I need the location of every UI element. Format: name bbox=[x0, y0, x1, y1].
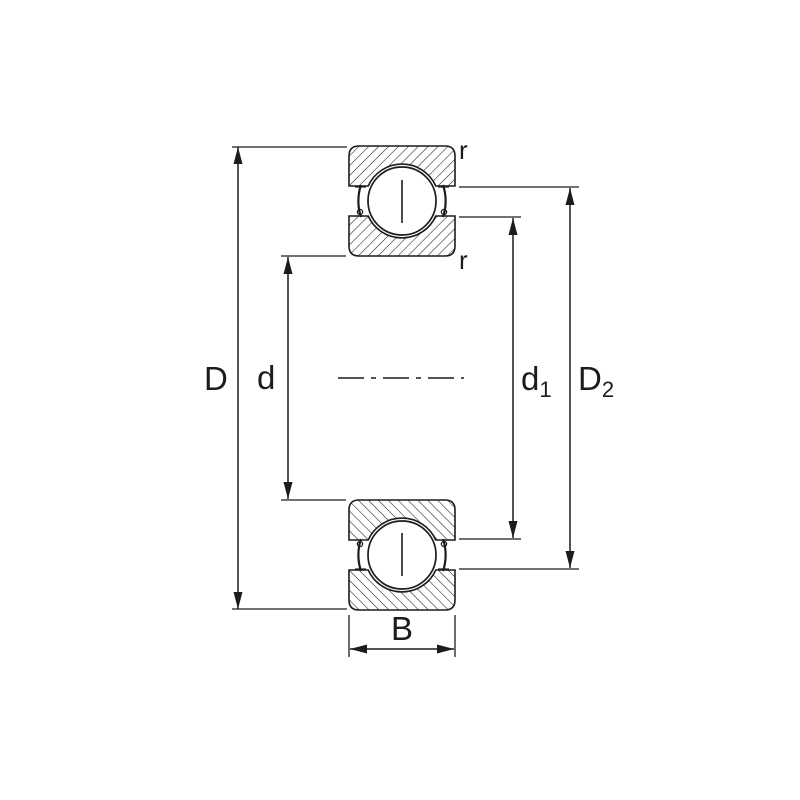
label-bore-diameter: d bbox=[257, 359, 275, 396]
dimension-D2: D2 bbox=[459, 186, 614, 570]
label-width: B bbox=[391, 610, 413, 647]
bearing-section-top bbox=[347, 144, 457, 258]
label-D2-sub: 2 bbox=[602, 377, 614, 402]
bearing-cross-section bbox=[338, 144, 464, 612]
dimension-D: D bbox=[204, 146, 347, 610]
dimension-d: d bbox=[257, 255, 346, 501]
label-D2-base: D bbox=[578, 360, 602, 397]
label-outer-shoulder-diameter: D2 bbox=[578, 360, 614, 402]
label-d1-base: d bbox=[521, 360, 539, 397]
label-d1-sub: 1 bbox=[539, 377, 551, 402]
label-fillet-radius-outer: r bbox=[459, 135, 468, 165]
label-outer-diameter: D bbox=[204, 360, 228, 397]
label-fillet-radius-inner: r bbox=[459, 245, 468, 275]
bearing-section-bottom bbox=[347, 498, 457, 612]
dimension-B: B bbox=[348, 610, 456, 657]
label-inner-shoulder-diameter: d1 bbox=[521, 360, 552, 402]
dimension-d1: d1 bbox=[459, 216, 552, 540]
